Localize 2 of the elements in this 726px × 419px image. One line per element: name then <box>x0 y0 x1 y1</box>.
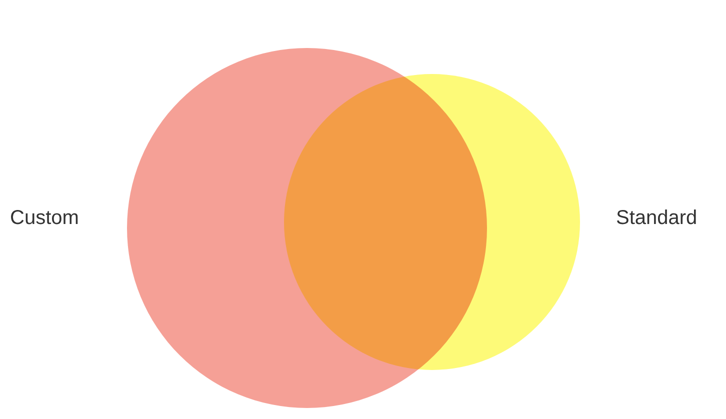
set-label: Custom <box>10 206 79 230</box>
set-label: Standard <box>616 206 698 230</box>
